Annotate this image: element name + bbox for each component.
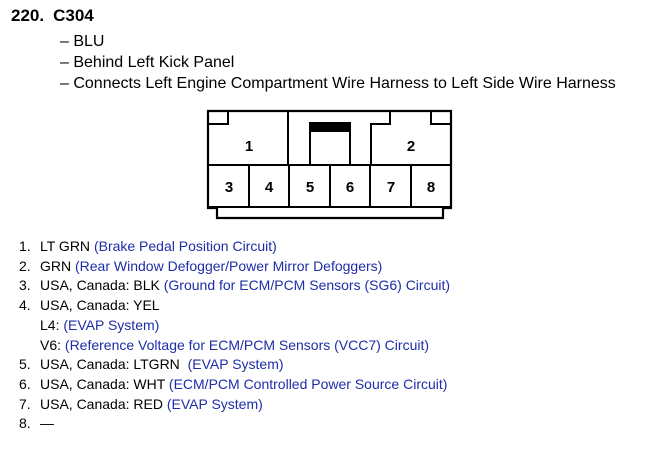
pin-lines: USA, Canada: WHT (ECM/PCM Controlled Pow…: [40, 375, 447, 395]
circuit-name: (Ground for ECM/PCM Sensors (SG6) Circui…: [163, 277, 451, 294]
connector-location: Behind Left Kick Panel: [60, 52, 616, 73]
pin-item-7: 7. USA, Canada: RED (EVAP System): [19, 395, 450, 415]
connector-color: BLU: [60, 31, 616, 52]
wire-color: USA, Canada: RED: [40, 395, 167, 412]
wire-color: USA, Canada: LTGRN: [40, 356, 188, 373]
cavity-label-1: 1: [245, 138, 253, 155]
connector-details: BLU Behind Left Kick Panel Connects Left…: [60, 31, 616, 94]
pin-line: USA, Canada: RED (EVAP System): [40, 395, 263, 415]
cavity-2-outline: [370, 110, 450, 165]
wire-color: USA, Canada: BLK: [40, 277, 164, 294]
cavity-label-7: 7: [387, 179, 395, 196]
variant-label: V6:: [40, 336, 65, 353]
pin-lines: GRN (Rear Window Defogger/Power Mirror D…: [40, 257, 382, 277]
pin-line: —: [40, 414, 54, 434]
pin-line: USA, Canada: YEL: [40, 296, 429, 316]
pin-line: V6: (Reference Voltage for ECM/PCM Senso…: [40, 336, 429, 356]
cavity-label-5: 5: [306, 179, 314, 196]
circuit-name: (EVAP System): [63, 316, 160, 333]
connector-key-lock: [310, 123, 350, 132]
pin-number: 1.: [19, 238, 31, 254]
pin-lines: USA, Canada: LTGRN (EVAP System): [40, 355, 284, 375]
pin-lines: USA, Canada: YEL L4: (EVAP System) V6: (…: [40, 296, 429, 355]
pin-number: 7.: [19, 395, 31, 412]
pin-item-8: 8. —: [19, 414, 450, 434]
circuit-name: (Brake Pedal Position Circuit): [93, 238, 277, 254]
pin-line: USA, Canada: LTGRN (EVAP System): [40, 355, 284, 375]
cavity-label-6: 6: [346, 179, 354, 196]
cavity-label-2: 2: [407, 138, 415, 155]
pin-item-1: 1. LT GRN (Brake Pedal Position Circuit): [19, 237, 450, 257]
wire-color: GRN: [40, 257, 75, 274]
pin-number: 3.: [19, 277, 31, 294]
pin-number: 8.: [19, 415, 31, 432]
pin-lines: USA, Canada: BLK (Ground for ECM/PCM Sen…: [40, 276, 450, 296]
wire-color: USA, Canada: WHT: [40, 375, 169, 392]
connector-number: 220.: [11, 6, 45, 25]
cavity-label-3: 3: [225, 179, 233, 196]
connector-id: C304: [53, 6, 94, 25]
pin-number: 2.: [19, 257, 31, 274]
pin-number: 6.: [19, 375, 31, 392]
connector-heading: 220. C304: [11, 6, 94, 26]
pin-number: 4.: [19, 297, 31, 314]
pin-item-2: 2. GRN (Rear Window Defogger/Power Mirro…: [19, 257, 450, 277]
pin-line: L4: (EVAP System): [40, 316, 429, 336]
pin-item-3: 3. USA, Canada: BLK (Ground for ECM/PCM …: [19, 276, 450, 296]
wire-color: LT GRN: [40, 238, 94, 254]
circuit-name: (EVAP System): [166, 395, 263, 412]
pin-item-4: 4. USA, Canada: YEL L4: (EVAP System) V6…: [19, 296, 450, 355]
wire-color: —: [40, 415, 54, 432]
variant-label: L4:: [40, 316, 64, 333]
circuit-name: (Rear Window Defogger/Power Mirror Defog…: [75, 257, 383, 274]
pin-line: USA, Canada: BLK (Ground for ECM/PCM Sen…: [40, 276, 450, 296]
pin-number: 5.: [19, 356, 31, 373]
pin-line: LT GRN (Brake Pedal Position Circuit): [40, 237, 277, 257]
cavity-label-8: 8: [427, 179, 435, 196]
connector-connects: Connects Left Engine Compartment Wire Ha…: [60, 73, 615, 94]
pin-item-6: 6. USA, Canada: WHT (ECM/PCM Controlled …: [19, 375, 450, 395]
circuit-name: (EVAP System): [187, 356, 284, 373]
pin-lines: USA, Canada: RED (EVAP System): [40, 395, 263, 415]
circuit-name: (ECM/PCM Controlled Power Source Circuit…: [168, 375, 448, 392]
pin-line: GRN (Rear Window Defogger/Power Mirror D…: [40, 257, 382, 277]
pin-lines: LT GRN (Brake Pedal Position Circuit): [40, 237, 277, 257]
connector-face-diagram: 1 2 3 4 5 6 7 8: [206, 109, 453, 220]
wire-color: USA, Canada: YEL: [40, 297, 160, 314]
pin-list: 1. LT GRN (Brake Pedal Position Circuit)…: [19, 237, 450, 434]
pin-line: USA, Canada: WHT (ECM/PCM Controlled Pow…: [40, 375, 447, 395]
pin-lines: —: [40, 414, 54, 434]
circuit-name: (Reference Voltage for ECM/PCM Sensors (…: [64, 336, 430, 353]
cavity-label-4: 4: [265, 179, 274, 196]
pin-item-5: 5. USA, Canada: LTGRN (EVAP System): [19, 355, 450, 375]
